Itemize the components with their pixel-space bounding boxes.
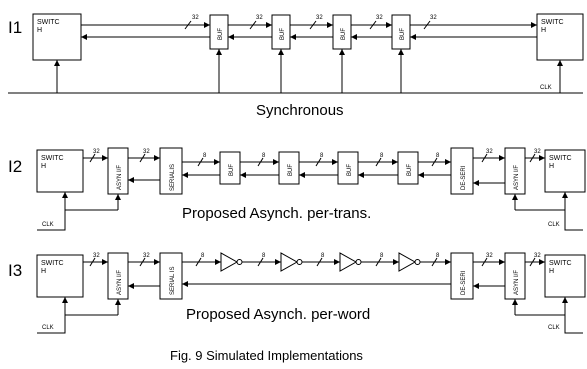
i2-buffer-1-label: BUF (229, 164, 235, 176)
i2-async-left-label: ASYN I/F (117, 165, 123, 190)
i3-inverter-4 (398, 252, 421, 272)
i1-bus-width-1: 32 (192, 15, 199, 21)
i1-caption: Synchronous (256, 102, 344, 119)
i2-bus-width-8: 32 (486, 149, 493, 155)
i1-bus-width-4: 32 (376, 15, 383, 21)
i1-switch-right (536, 13, 584, 61)
i2-deserializer-label: DE-SERI (461, 165, 467, 190)
i1-buffer-2-label: BUF (280, 28, 286, 40)
i1-buffer-4-label: BUF (400, 28, 406, 40)
i2-buffer-2 (278, 151, 300, 185)
i2-buffer-1 (219, 151, 241, 185)
i2-buffer-4 (397, 151, 419, 185)
i1-switch-left (32, 13, 82, 61)
i2-buffer-4-label: BUF (407, 164, 413, 176)
i3-inverter-3 (339, 252, 362, 272)
figure-caption: Fig. 9 Simulated Implementations (170, 348, 363, 363)
i3-bus-width-4: 8 (262, 253, 266, 259)
i2-bus-width-1: 32 (93, 149, 100, 155)
i2-bus-width-9: 32 (534, 149, 541, 155)
i3-clk-left: CLK (42, 325, 54, 331)
i3-bus-width-5: 8 (321, 253, 325, 259)
i3-switch-left (36, 254, 84, 298)
i3-bus-width-1: 32 (93, 253, 100, 259)
i3-async-left-label: ASYN I/F (117, 270, 123, 295)
i3-inverter-1 (220, 252, 243, 272)
i3-inverter-2 (280, 252, 303, 272)
i1-bus-width-2: 32 (256, 15, 263, 21)
i3-clk-right: CLK (548, 325, 560, 331)
i3-bus-width-7: 8 (436, 253, 440, 259)
row-label-i1: I1 (8, 18, 22, 37)
i3-bus-width-9: 32 (534, 253, 541, 259)
i3-caption: Proposed Asynch. per-word (186, 306, 370, 323)
i2-serializer-label: SERIALIS (170, 164, 176, 191)
i2-switch-left (36, 149, 84, 193)
i2-clk-right: CLK (548, 222, 560, 228)
i1-bus-width-3: 32 (316, 15, 323, 21)
i2-caption: Proposed Asynch. per-trans. (182, 205, 371, 222)
i1-bus-width-5: 32 (430, 15, 437, 21)
i3-bus-width-6: 8 (380, 253, 384, 259)
i3-deserializer-label: DE-SERI (461, 270, 467, 295)
i2-clk-left: CLK (42, 222, 54, 228)
row-label-i2: I2 (8, 157, 22, 176)
i3-deserializer (450, 252, 474, 300)
i3-serializer (159, 252, 183, 300)
row-label-i3: I3 (8, 261, 22, 280)
i1-clk-label: CLK (540, 85, 552, 91)
i1-buffer-1-label: BUF (218, 28, 224, 40)
i2-buffer-3-label: BUF (347, 164, 353, 176)
i3-bus-width-8: 32 (486, 253, 493, 259)
i3-serializer-label: SERIAL IS (170, 267, 176, 295)
i3-bus-width-2: 32 (143, 253, 150, 259)
i2-buffer-2-label: BUF (288, 164, 294, 176)
i3-async-right-label: ASYN I/F (514, 270, 520, 295)
i2-bus-width-7: 8 (436, 153, 440, 159)
i2-bus-width-6: 8 (380, 153, 384, 159)
i3-bus-width-3: 8 (201, 253, 205, 259)
i3-switch-right (544, 254, 586, 298)
i2-bus-width-4: 8 (262, 153, 266, 159)
i2-async-right-label: ASYN I/F (514, 165, 520, 190)
i1-buffer-3-label: BUF (341, 28, 347, 40)
i2-bus-width-2: 32 (143, 149, 150, 155)
i2-buffer-3 (337, 151, 359, 185)
i2-serializer (159, 147, 183, 195)
i2-switch-right (544, 149, 586, 193)
i2-deserializer (450, 147, 474, 195)
i2-bus-width-3: 8 (203, 153, 207, 159)
i2-bus-width-5: 8 (320, 153, 324, 159)
